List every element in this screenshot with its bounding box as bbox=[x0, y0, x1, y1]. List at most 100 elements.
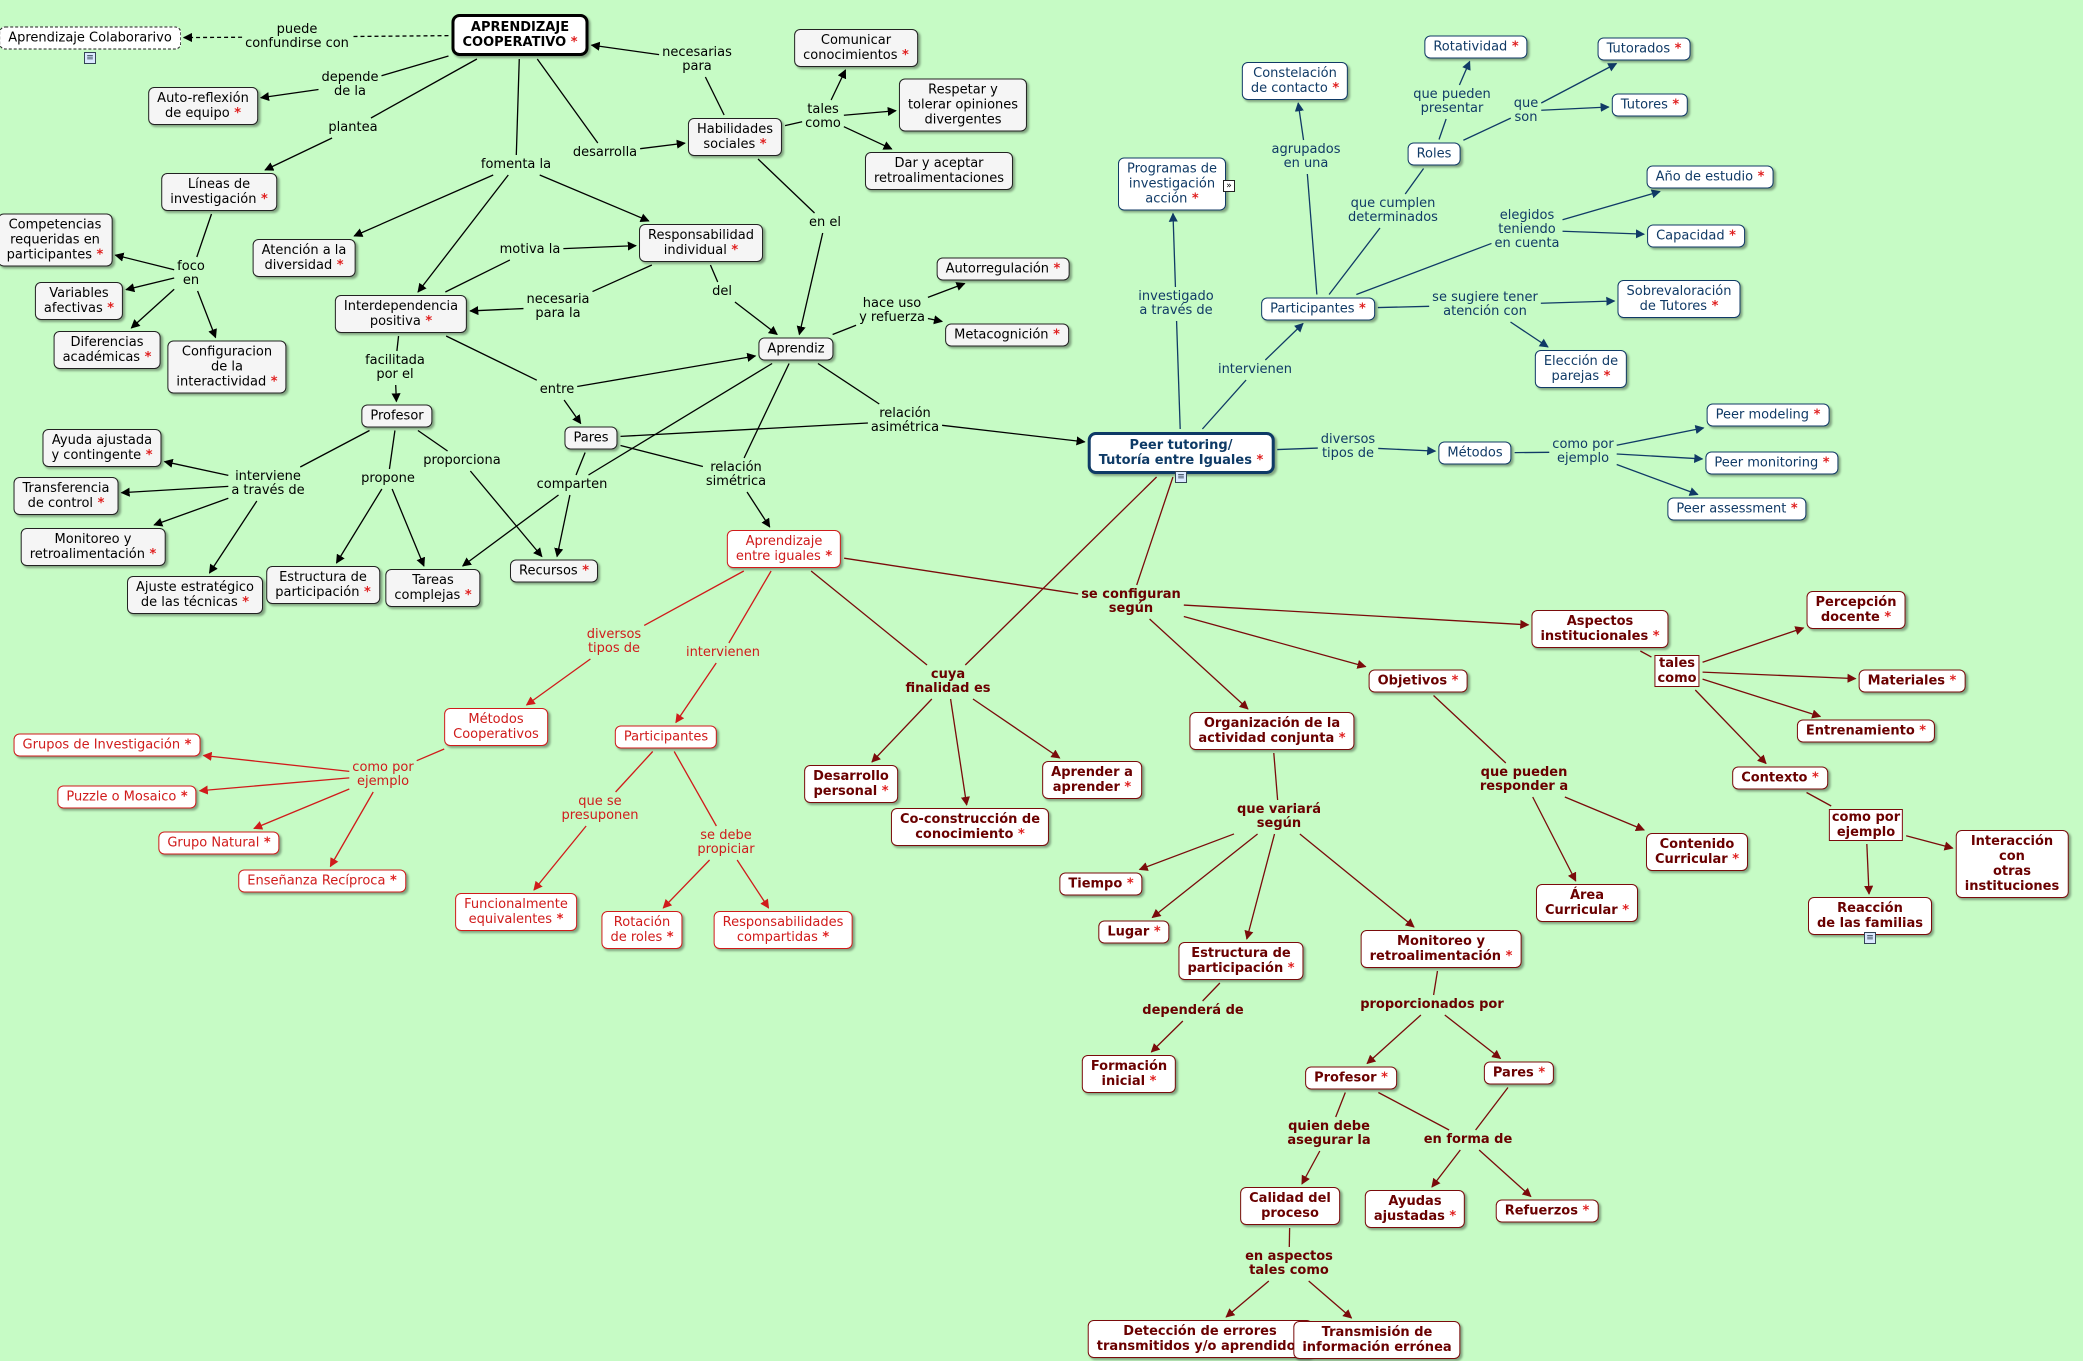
concept-node-anio[interactable]: Año de estudio * bbox=[1646, 165, 1774, 189]
link-label-l_proporciona: proporciona bbox=[423, 453, 501, 468]
document-icon[interactable]: ≡ bbox=[84, 52, 96, 64]
concept-node-pares2[interactable]: Pares * bbox=[1483, 1061, 1555, 1085]
concept-node-ayudas[interactable]: Ayudas ajustadas * bbox=[1364, 1190, 1466, 1228]
expand-arrow-icon[interactable]: » bbox=[1223, 180, 1235, 192]
concept-text: Profesor bbox=[370, 408, 424, 424]
concept-node-orgact[interactable]: Organización de la actividad conjunta * bbox=[1189, 712, 1355, 750]
concept-node-funcional[interactable]: Funcionalmente equivalentes * bbox=[455, 893, 577, 931]
concept-node-tareas[interactable]: Tareas complejas * bbox=[385, 569, 481, 607]
concept-node-programas[interactable]: Programas de investigación acción * bbox=[1118, 157, 1226, 211]
concept-node-monit1[interactable]: Monitoreo y retroalimentación * bbox=[20, 528, 166, 566]
concept-node-autoref[interactable]: Auto-reflexión de equipo * bbox=[148, 87, 258, 125]
concept-node-contenido[interactable]: Contenido Curricular * bbox=[1645, 833, 1749, 871]
concept-node-percdoc[interactable]: Percepción docente * bbox=[1806, 591, 1906, 629]
concept-node-colab[interactable]: Aprendizaje Colaborarivo bbox=[0, 26, 181, 50]
concept-node-compet[interactable]: Competencias requeridas en participantes… bbox=[0, 213, 113, 267]
concept-node-config[interactable]: Configuracion de la interactividad * bbox=[167, 340, 287, 394]
concept-text: Comunicar conocimientos bbox=[803, 33, 898, 63]
concept-node-profesor1[interactable]: Profesor bbox=[361, 404, 433, 428]
document-icon[interactable]: ≡ bbox=[1175, 471, 1187, 483]
concept-node-deteccion[interactable]: Detección de errores transmitidos y/o ap… bbox=[1087, 1320, 1313, 1358]
concept-node-calidad[interactable]: Calidad del proceso bbox=[1240, 1187, 1340, 1225]
concept-node-profesor2[interactable]: Profesor * bbox=[1305, 1066, 1397, 1090]
concept-node-formacion[interactable]: Formación inicial * bbox=[1081, 1055, 1177, 1093]
concept-node-constel[interactable]: Constelación de contacto * bbox=[1241, 62, 1349, 100]
concept-text: Objetivos bbox=[1377, 673, 1448, 689]
concept-node-ac[interactable]: APRENDIZAJE COOPERATIVO * bbox=[451, 14, 589, 56]
concept-node-grupinv[interactable]: Grupos de Investigación * bbox=[13, 733, 201, 757]
link-line bbox=[563, 399, 582, 425]
concept-node-tiempo[interactable]: Tiempo * bbox=[1059, 872, 1143, 896]
concept-node-capac[interactable]: Capacidad * bbox=[1647, 224, 1745, 248]
concept-node-ayudaaj[interactable]: Ayuda ajustada y contingente * bbox=[42, 429, 162, 467]
concept-node-interac[interactable]: Interacción con otras instituciones bbox=[1955, 830, 2069, 898]
concept-node-respetar[interactable]: Respetar y tolerar opiniones divergentes bbox=[898, 78, 1028, 132]
concept-node-particip_b[interactable]: Participantes * bbox=[1261, 297, 1375, 321]
concept-node-reacc[interactable]: Reacción de las familias bbox=[1808, 897, 1932, 935]
concept-node-aprender[interactable]: Aprender a aprender * bbox=[1042, 761, 1142, 799]
concept-node-grupnat[interactable]: Grupo Natural * bbox=[158, 831, 280, 855]
concept-node-eleccion[interactable]: Elección de parejas * bbox=[1534, 350, 1628, 388]
concept-node-cocons[interactable]: Co-construcción de conocimiento * bbox=[890, 808, 1050, 846]
concept-node-interdep[interactable]: Interdependencia positiva * bbox=[334, 295, 468, 333]
document-icon[interactable]: ≡ bbox=[1864, 932, 1876, 944]
concept-node-recursos[interactable]: Recursos * bbox=[509, 559, 599, 583]
concept-node-transf[interactable]: Transferencia de control * bbox=[13, 477, 119, 515]
concept-node-autorreg[interactable]: Autorregulación * bbox=[936, 257, 1070, 281]
concept-node-lugar[interactable]: Lugar * bbox=[1098, 920, 1170, 944]
link-label-l_cuya: cuya finalidad es bbox=[905, 667, 991, 696]
concept-node-aspinst[interactable]: Aspectos institucionales * bbox=[1531, 610, 1669, 648]
concept-node-tales2[interactable]: tales como bbox=[1654, 655, 1700, 687]
concept-node-objetivos[interactable]: Objetivos * bbox=[1368, 669, 1468, 693]
concept-node-metcoop[interactable]: Métodos Cooperativos bbox=[444, 708, 548, 746]
link-line bbox=[388, 430, 396, 470]
asterisk-icon: * bbox=[1879, 610, 1892, 625]
concept-node-respcomp[interactable]: Responsabilidades compartidas * bbox=[713, 911, 853, 949]
concept-node-tutorados[interactable]: Tutorados * bbox=[1597, 37, 1691, 61]
concept-node-peerass[interactable]: Peer assessment * bbox=[1667, 497, 1807, 521]
concept-node-rotacion[interactable]: Rotación de roles * bbox=[601, 911, 683, 949]
concept-node-refuerzos[interactable]: Refuerzos * bbox=[1495, 1199, 1599, 1223]
concept-node-partic_r[interactable]: Participantes bbox=[614, 725, 718, 749]
concept-node-respind[interactable]: Responsabilidad individual * bbox=[639, 224, 763, 262]
concept-node-difac[interactable]: Diferencias académicas * bbox=[53, 331, 161, 369]
concept-node-habsoc[interactable]: Habilidades sociales * bbox=[687, 118, 783, 156]
concept-text: Enseñanza Recíproca bbox=[247, 873, 386, 889]
concept-node-daryacep[interactable]: Dar y aceptar retroalimentaciones bbox=[864, 152, 1014, 190]
concept-node-aei[interactable]: Aprendizaje entre iguales * bbox=[726, 530, 842, 568]
concept-node-atdiv[interactable]: Atención a la diversidad * bbox=[252, 239, 356, 277]
link-line bbox=[515, 58, 520, 156]
concept-node-lineas[interactable]: Líneas de investigación * bbox=[161, 173, 277, 211]
concept-node-metacog[interactable]: Metacognición * bbox=[945, 323, 1069, 347]
concept-node-estruct1[interactable]: Estructura de participación * bbox=[266, 566, 380, 604]
concept-node-varaf[interactable]: Variables afectivas * bbox=[34, 282, 124, 320]
concept-node-ajuste[interactable]: Ajuste estratégico de las técnicas * bbox=[127, 576, 263, 614]
concept-node-metodos[interactable]: Métodos bbox=[1438, 441, 1512, 465]
link-line bbox=[972, 698, 1061, 759]
concept-node-peermod[interactable]: Peer modeling * bbox=[1706, 403, 1830, 427]
concept-node-estruct2[interactable]: Estructura de participación * bbox=[1178, 942, 1304, 980]
asterisk-icon: * bbox=[1753, 169, 1765, 185]
concept-node-sobrev[interactable]: Sobrevaloración de Tutores * bbox=[1617, 280, 1741, 318]
asterisk-icon: * bbox=[102, 301, 115, 316]
concept-node-ensrec[interactable]: Enseñanza Recíproca * bbox=[238, 869, 406, 893]
concept-node-materiales[interactable]: Materiales * bbox=[1858, 669, 1966, 693]
concept-node-peer[interactable]: Peer tutoring/ Tutoría entre Iguales * bbox=[1087, 432, 1275, 474]
concept-node-rotat[interactable]: Rotatividad * bbox=[1424, 35, 1528, 59]
concept-node-peermon[interactable]: Peer monitoring * bbox=[1705, 451, 1839, 475]
concept-node-comunicar[interactable]: Comunicar conocimientos * bbox=[794, 29, 918, 67]
concept-node-comopor2[interactable]: como por ejemplo bbox=[1828, 809, 1904, 841]
concept-node-roles[interactable]: Roles bbox=[1407, 142, 1461, 166]
concept-node-entren[interactable]: Entrenamiento * bbox=[1796, 719, 1936, 743]
concept-node-aprendiz[interactable]: Aprendiz bbox=[758, 337, 834, 361]
link-line bbox=[1202, 982, 1221, 1002]
concept-node-tutores[interactable]: Tutores * bbox=[1611, 93, 1689, 117]
concept-node-area[interactable]: Área Curricular * bbox=[1535, 884, 1639, 922]
concept-node-pares1[interactable]: Pares bbox=[564, 426, 618, 450]
concept-node-contexto[interactable]: Contexto * bbox=[1732, 766, 1828, 790]
concept-node-transm[interactable]: Transmisión de información errónea bbox=[1293, 1321, 1461, 1359]
concept-node-monit2[interactable]: Monitoreo y retroalimentación * bbox=[1360, 930, 1522, 968]
asterisk-icon: * bbox=[1187, 191, 1199, 207]
concept-node-despers[interactable]: Desarrollo personal * bbox=[804, 765, 898, 803]
concept-node-puzzle[interactable]: Puzzle o Mosaico * bbox=[57, 785, 197, 809]
